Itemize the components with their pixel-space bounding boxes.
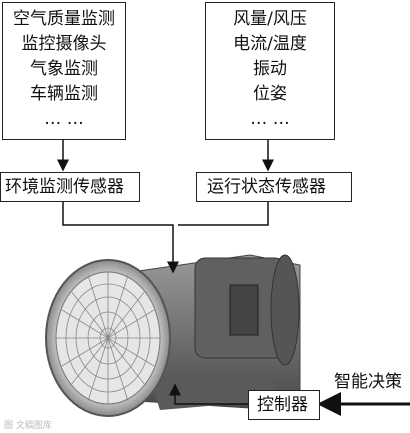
run-input-3: 位姿 [253, 84, 287, 104]
run-input-2: 振动 [253, 59, 287, 79]
env-input-0: 空气质量监测 [13, 9, 115, 29]
watermark: 图 文稿图库 [4, 421, 52, 431]
env-input-3: 车辆监测 [30, 84, 98, 104]
env-input-4: … … [44, 109, 84, 129]
env-sensor-label: 环境监测传感器 [5, 177, 124, 197]
run-sensor-box: 运行状态传感器 [196, 172, 352, 202]
run-input-4: … … [250, 109, 290, 129]
run-inputs-box: 风量/风压 电流/温度 振动 位姿 … … [205, 2, 335, 140]
jet-fan-image [45, 254, 301, 417]
run-input-0: 风量/风压 [233, 9, 307, 29]
env-sensor-box: 环境监测传感器 [0, 172, 140, 202]
decision-label: 智能决策 [334, 372, 402, 392]
controller-label: 控制器 [257, 395, 308, 415]
env-inputs-box: 空气质量监测 监控摄像头 气象监测 车辆监测 … … [2, 2, 126, 140]
env-input-2: 气象监测 [30, 59, 98, 79]
env-input-1: 监控摄像头 [21, 34, 107, 54]
run-sensor-label: 运行状态传感器 [207, 177, 326, 197]
controller-box: 控制器 [248, 390, 320, 420]
run-input-1: 电流/温度 [233, 34, 307, 54]
